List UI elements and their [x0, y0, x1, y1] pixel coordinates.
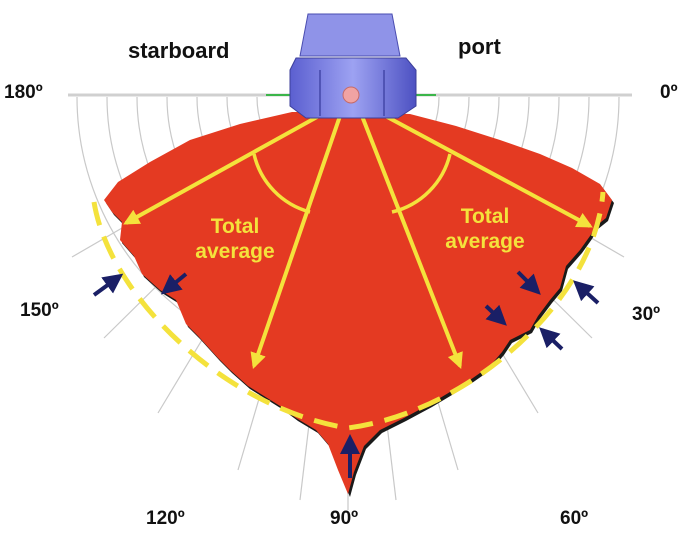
- right-total-average-label: Total average: [430, 204, 540, 254]
- angle-arcs: [252, 153, 452, 214]
- angle-label-180: 180º: [4, 82, 43, 103]
- deviation-arrows: [92, 270, 600, 478]
- starboard-label: starboard: [128, 38, 230, 63]
- transducer-icon: [289, 13, 417, 119]
- angle-label-120: 120º: [146, 508, 185, 529]
- average-vectors: [123, 110, 593, 370]
- angle-label-90: 90º: [330, 508, 359, 529]
- left-total-average-line2: average: [195, 240, 275, 263]
- left-total-average-label: Total average: [180, 214, 290, 264]
- right-total-average-line1: Total: [460, 205, 510, 228]
- angle-label-150: 150º: [20, 300, 59, 321]
- angle-label-60: 60º: [560, 508, 589, 529]
- beam-footprint: [104, 112, 614, 497]
- right-total-average-line2: average: [445, 230, 525, 253]
- average-outline: [91, 191, 606, 431]
- port-label: port: [458, 34, 501, 59]
- angle-label-30: 30º: [632, 304, 661, 325]
- angle-label-0: 0º: [660, 82, 678, 103]
- left-total-average-line1: Total: [210, 215, 260, 238]
